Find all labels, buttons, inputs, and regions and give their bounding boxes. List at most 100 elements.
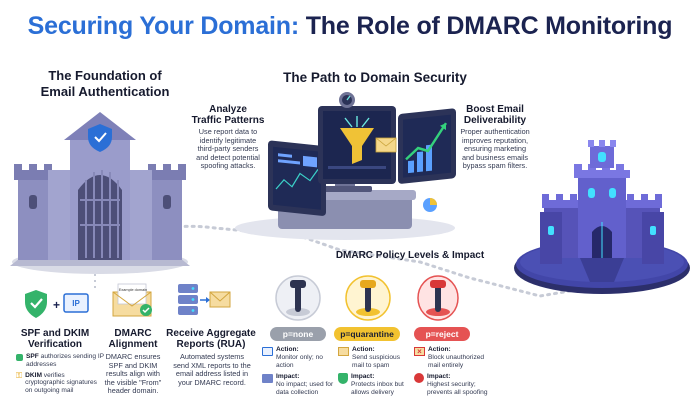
spf-title-line2: Verification bbox=[28, 339, 82, 350]
policy-none-details: Action:Monitor only; no action Impact:No… bbox=[262, 346, 334, 397]
foundation-heading-line2: Email Authentication bbox=[40, 84, 170, 99]
reports-title-line1: Receive Aggregate bbox=[166, 328, 256, 339]
spf-details: SPF authorizes sending IP addresses ⚿ DK… bbox=[16, 353, 106, 395]
policy-action-row: × Action:Block unauthorized mail entirel… bbox=[414, 346, 490, 369]
alignment-desc: DMARC ensures SPF and DKIM results align… bbox=[94, 352, 172, 396]
action-label: Action: bbox=[352, 346, 375, 353]
reports-desc-line: send XML reports to the bbox=[173, 360, 251, 370]
reports-title-line2: Reports (RUA) bbox=[176, 339, 246, 350]
alignment-desc-line: header domain. bbox=[107, 386, 159, 396]
policy-action-row: Action:Send suspicious mail to spam bbox=[338, 346, 410, 369]
reports-desc-line: Automated systems bbox=[179, 352, 245, 361]
pill-quarantine: p=quarantine bbox=[334, 327, 400, 341]
policy-reject-details: × Action:Block unauthorized mail entirel… bbox=[414, 346, 490, 397]
impact-text: No impact; used for data collection bbox=[276, 381, 334, 396]
spf-desc: authorizes sending IP addresses bbox=[26, 353, 104, 368]
alignment-desc-line: DMARC ensures bbox=[105, 352, 161, 361]
analyze-desc-line: third-party senders bbox=[197, 144, 259, 154]
spf-term: SPF bbox=[26, 353, 39, 360]
boost-title-line2: Deliverability bbox=[463, 115, 527, 126]
reports-desc-line: email address listed in bbox=[175, 369, 249, 379]
alignment-desc-line: results align with bbox=[106, 369, 160, 379]
policy-impact-row: Impact:Highest security; prevents all sp… bbox=[414, 373, 490, 396]
policy-impact-row: Impact:No impact; used for data collecti… bbox=[262, 373, 334, 396]
reports-title: Receive Aggregate Reports (RUA) bbox=[164, 328, 258, 350]
analyze-desc-line: spoofing attacks. bbox=[200, 161, 256, 171]
bar-chart-icon bbox=[262, 374, 273, 384]
dkim-desc: verifies cryptographic signatures on out… bbox=[25, 371, 97, 395]
boost-title: Boost Email Deliverability bbox=[452, 104, 538, 126]
action-label: Action: bbox=[428, 346, 451, 353]
alignment-title-line2: Alignment bbox=[108, 339, 158, 350]
impact-text: Protects inbox but allows delivery bbox=[351, 381, 404, 396]
envelope-icon bbox=[338, 347, 349, 356]
spf-title: SPF and DKIM Verification bbox=[8, 328, 102, 350]
page-title: Securing Your Domain: The Role of DMARC … bbox=[0, 12, 700, 41]
foundation-heading-line1: The Foundation of bbox=[48, 68, 162, 83]
analyze-title-line1: Analyze bbox=[209, 104, 247, 115]
policy-action-row: Action:Monitor only; no action bbox=[262, 346, 334, 369]
impact-label: Impact: bbox=[351, 373, 375, 381]
key-icon: ⚿ bbox=[16, 370, 23, 380]
foundation-castle bbox=[10, 112, 190, 274]
analyze-desc-line: and detect potential bbox=[196, 152, 260, 162]
pill-none: p=none bbox=[270, 327, 326, 341]
action-text: Send suspicious mail to spam bbox=[352, 353, 401, 369]
svg-text:+: + bbox=[53, 298, 60, 312]
policy-impact: Impact:No impact; used for data collecti… bbox=[276, 373, 334, 396]
boost-title-line1: Boost Email bbox=[466, 104, 524, 115]
spf-row: SPF authorizes sending IP addresses bbox=[16, 353, 106, 369]
reports-icons bbox=[178, 284, 231, 315]
dkim-term: DKIM bbox=[25, 371, 42, 379]
boost-desc-line: Proper authentication bbox=[460, 127, 530, 136]
policy-impact: Impact:Highest security; prevents all sp… bbox=[427, 373, 490, 396]
action-text: Block unauthorized mail entirely bbox=[428, 353, 485, 369]
boost-desc-line: bypass spam filters. bbox=[462, 161, 528, 171]
analyze-step: Analyze Traffic Patterns Use report data… bbox=[186, 104, 270, 171]
policy-action: Action:Send suspicious mail to spam bbox=[352, 346, 410, 369]
secure-castle bbox=[514, 140, 690, 294]
blocked-envelope-icon: × bbox=[414, 347, 425, 356]
alignment-title: DMARC Alignment bbox=[96, 328, 170, 350]
gate-shield-icon bbox=[88, 124, 112, 152]
monitoring-workstation bbox=[235, 92, 456, 240]
spf-title-line1: SPF and DKIM bbox=[20, 328, 90, 339]
spf-row-text: SPF authorizes sending IP addresses bbox=[26, 353, 106, 369]
reports-desc-line: your DMARC record. bbox=[178, 377, 246, 387]
ip-icon bbox=[63, 293, 89, 313]
dial-none bbox=[275, 275, 321, 321]
monitor-icon bbox=[262, 347, 273, 356]
policy-dials bbox=[275, 275, 459, 321]
analyze-title: Analyze Traffic Patterns bbox=[186, 104, 270, 126]
envelope-icon bbox=[209, 291, 231, 308]
dkim-row-text: DKIM verifies cryptographic signatures o… bbox=[25, 372, 106, 395]
pill-reject: p=reject bbox=[414, 327, 470, 341]
chart-icon bbox=[405, 122, 448, 174]
boost-desc-line: ensuring marketing bbox=[463, 144, 527, 154]
boost-desc-line: improves reputation, bbox=[461, 135, 529, 145]
reports-desc: Automated systems send XML reports to th… bbox=[166, 352, 258, 387]
shield-icon bbox=[338, 373, 348, 385]
impact-text: Highest security; prevents all spoofing bbox=[427, 381, 488, 396]
alignment-desc-line: the visible "From" bbox=[104, 377, 162, 387]
policy-levels-heading: DMARC Policy Levels & Impact bbox=[335, 250, 485, 261]
alignment-desc-line: SPF and DKIM bbox=[108, 360, 158, 370]
boost-step: Boost Email Deliverability Proper authen… bbox=[452, 104, 538, 171]
title-part-2: The Role of DMARC Monitoring bbox=[305, 12, 673, 40]
impact-label: Impact: bbox=[427, 373, 451, 381]
alignment-envelope-icon bbox=[112, 283, 152, 317]
ip-label: IP bbox=[72, 299, 80, 308]
analyze-title-line2: Traffic Patterns bbox=[191, 115, 265, 126]
foundation-heading: The Foundation of Email Authentication bbox=[20, 68, 190, 100]
dial-quarantine bbox=[345, 275, 391, 321]
analyze-desc-line: Use report data to bbox=[198, 127, 258, 136]
security-path bbox=[93, 224, 602, 298]
policy-impact-row: Impact:Protects inbox but allows deliver… bbox=[338, 373, 410, 396]
shield-icon bbox=[16, 354, 23, 361]
policy-action: Action:Block unauthorized mail entirely bbox=[428, 346, 490, 369]
analyze-desc-line: identify legitimate bbox=[199, 135, 257, 145]
title-part-1: Securing Your Domain: bbox=[27, 12, 300, 40]
analyze-desc: Use report data to identify legitimate t… bbox=[186, 127, 270, 171]
policy-quarantine-details: Action:Send suspicious mail to spam Impa… bbox=[338, 346, 410, 397]
